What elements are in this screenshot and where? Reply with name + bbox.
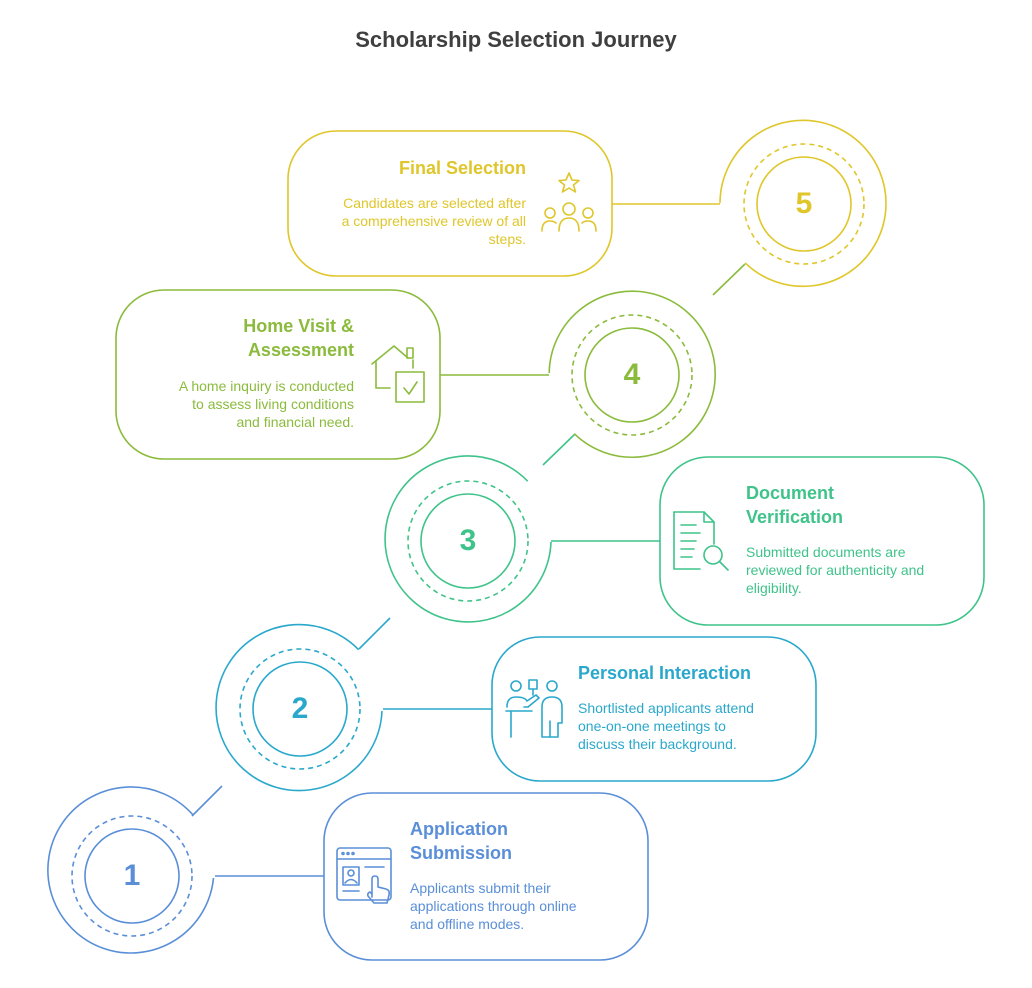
step-3-description: Submitted documents are reviewed for aut… — [746, 543, 976, 597]
step-1-graphic — [47, 785, 649, 961]
step-1-title-line: Application — [410, 819, 508, 839]
step-3-to-4-link — [542, 433, 576, 466]
step-3-card: Document Verification Submitted document… — [660, 457, 984, 625]
step-2-graphic — [215, 617, 817, 792]
step-4-to-5-link — [712, 263, 746, 296]
document-magnifier-icon — [673, 511, 729, 571]
step-3-number: 3 — [459, 524, 477, 557]
step-4-box-outline — [115, 289, 441, 460]
step-5-description-line: steps. — [488, 231, 526, 247]
step-2-title: Personal Interaction — [578, 661, 808, 685]
step-2-title-line: Personal Interaction — [578, 663, 752, 683]
step-1-inner-circle — [84, 828, 180, 924]
step-3-description-line: eligibility. — [746, 580, 802, 596]
diagram-title: Scholarship Selection Journey — [355, 27, 677, 52]
step-3-title: Document Verification — [746, 481, 966, 529]
step-4-description-line: A home inquiry is conducted — [178, 378, 354, 394]
step-2-description-line: discuss their background. — [578, 736, 737, 752]
step-4-title-line: Home Visit & — [243, 316, 354, 336]
step-4-inner-circle — [584, 327, 680, 423]
step-2-box-outline — [491, 636, 817, 782]
step-5-graphic — [287, 119, 887, 288]
step-3-title-line: Verification — [746, 507, 844, 527]
step-3-inner-circle — [420, 493, 516, 589]
step-1-number: 1 — [123, 859, 141, 892]
application-form-hand-icon — [336, 847, 392, 904]
step-3-description-line: Submitted documents are — [746, 544, 906, 560]
step-1-card: Application Submission Applicants submit… — [324, 793, 648, 960]
step-1-title: Application Submission — [410, 817, 630, 865]
step-3-outer-ring — [384, 455, 552, 623]
step-2-number: 2 — [291, 692, 309, 725]
step-1-description-line: and offline modes. — [410, 916, 525, 932]
step-1-description-line: Applicants submit their — [410, 880, 551, 896]
step-4-description: A home inquiry is conducted to assess li… — [126, 377, 354, 431]
step-2-description-line: one-on-one meetings to — [578, 718, 726, 734]
step-1-outer-ring — [47, 786, 215, 954]
step-5-card: Final Selection Candidates are selected … — [288, 131, 612, 276]
step-2-card: Personal Interaction Shortlisted applica… — [492, 637, 816, 781]
step-4-title-line: Assessment — [247, 340, 354, 360]
step-4-description-line: and financial need. — [236, 414, 354, 430]
step-5-dashed-ring — [743, 143, 865, 265]
step-1-to-2-link — [191, 785, 223, 817]
step-4-description-line: to assess living conditions — [192, 396, 354, 412]
step-5-inner-circle — [756, 156, 852, 252]
step-5-description: Candidates are selected after a comprehe… — [298, 194, 526, 248]
step-2-inner-circle — [252, 661, 348, 757]
star-group-icon — [541, 172, 597, 232]
step-4-card: Home Visit & Assessment A home inquiry i… — [116, 290, 440, 459]
house-checklist-icon — [371, 345, 425, 403]
step-4-outer-ring — [548, 290, 716, 458]
people-meeting-icon — [505, 679, 563, 738]
step-1-title-line: Submission — [410, 843, 513, 863]
step-1-description-line: applications through online — [410, 898, 577, 914]
step-2-description-line: Shortlisted applicants attend — [578, 700, 754, 716]
step-2-description: Shortlisted applicants attend one-on-one… — [578, 699, 808, 753]
step-2-to-3-link — [358, 617, 391, 650]
step-3-description-line: reviewed for authenticity and — [746, 562, 925, 578]
step-3-dashed-ring — [407, 480, 529, 602]
step-5-description-line: Candidates are selected after — [343, 195, 526, 211]
step-4-graphic — [115, 263, 746, 460]
step-3-title-line: Document — [746, 483, 835, 503]
step-3-graphic — [384, 433, 985, 626]
step-1-description: Applicants submit their applications thr… — [410, 879, 630, 933]
step-4-dashed-ring — [571, 314, 693, 436]
step-2-outer-ring — [215, 623, 383, 792]
step-5-title-line: Final Selection — [398, 158, 526, 178]
step-2-dashed-ring — [239, 648, 361, 770]
step-1-dashed-ring — [71, 815, 193, 937]
step-5-outer-ring — [719, 119, 887, 288]
step-1-box-outline — [323, 792, 649, 961]
step-4-number: 4 — [623, 358, 641, 391]
step-5-title: Final Selection — [298, 156, 526, 180]
step-5-number: 5 — [795, 187, 813, 220]
step-4-title: Home Visit & Assessment — [126, 314, 354, 362]
step-3-box-outline — [659, 456, 985, 626]
step-5-box-outline — [287, 130, 613, 277]
step-5-description-line: a comprehensive review of all — [341, 213, 526, 229]
